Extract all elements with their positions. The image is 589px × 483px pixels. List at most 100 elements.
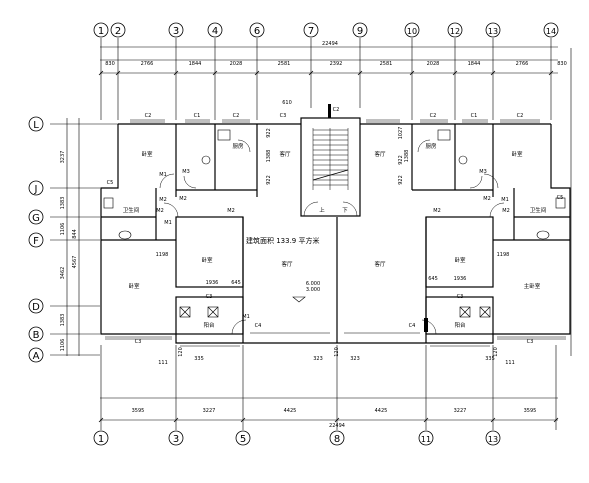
axis-bottom-1: 1: [98, 434, 104, 445]
top-axis-bubbles: [93, 22, 559, 38]
code-m2-d: M2: [433, 208, 441, 214]
dim-top-5: 2581: [278, 61, 291, 67]
code-m3-b: M3: [479, 169, 487, 175]
dim-misc-4: 922: [398, 175, 404, 185]
dim-top-1: 830: [105, 61, 115, 67]
axis-top-14: 14: [546, 27, 556, 36]
dim-misc-10: 1936: [206, 280, 219, 286]
room-bath-right: 卫生间: [530, 206, 547, 214]
dim-top-9: 1844: [468, 61, 481, 67]
dim-bottom-5: 3227: [454, 408, 467, 414]
dim-top-6: 2392: [330, 61, 343, 67]
axis-top-7: 7: [308, 26, 314, 37]
dim-misc-21: 111: [158, 360, 168, 366]
dim-misc-16: 120: [334, 347, 340, 357]
dim-bottom-6: 3595: [524, 408, 537, 414]
axis-top-12: 12: [450, 27, 460, 36]
dim-top-8: 2028: [427, 61, 440, 67]
code-m2-e: M2: [502, 208, 510, 214]
door-swings: [159, 139, 505, 335]
dim-misc-5: 1027: [398, 127, 404, 140]
axis-left-L: L: [33, 120, 39, 131]
dim-misc-11: 1936: [454, 276, 467, 282]
dim-misc-2: 1388: [266, 150, 272, 163]
dim-top-overall: 22494: [322, 41, 338, 47]
room-kitchen-right: 厨房: [425, 142, 437, 150]
dim-misc-12: 645: [231, 280, 241, 286]
code-c2-c: C2: [333, 107, 340, 113]
code-c3-a: C3: [280, 113, 287, 119]
room-bedroom-bottom-left: 卧室: [128, 282, 140, 290]
dim-top-10: 2766: [516, 61, 529, 67]
dim-misc-7: 922: [398, 155, 404, 165]
axis-top-4: 4: [212, 26, 218, 37]
dim-stair: 610: [282, 100, 292, 106]
dim-bottom-overall: 22494: [329, 423, 345, 429]
dim-misc-8: 1198: [156, 252, 169, 258]
dim-misc-13: 645: [428, 276, 438, 282]
code-c3-b: C3: [206, 294, 213, 300]
code-m2-c: M2: [227, 208, 235, 214]
code-c2-e: C2: [517, 113, 524, 119]
room-balcony-left: 阳台: [203, 321, 215, 329]
dim-misc-1: 922: [266, 128, 272, 138]
dim-misc-17: 323: [313, 356, 323, 362]
dim-left-3: 1106: [60, 223, 66, 236]
axis-left-D: D: [32, 302, 40, 313]
windows: [105, 119, 566, 347]
dim-bottom-4: 4425: [375, 408, 388, 414]
dim-misc-9: 1198: [497, 252, 510, 258]
dim-left-2: 1383: [60, 197, 66, 210]
dim-misc-19: 120: [493, 347, 499, 357]
axis-bottom-5: 5: [240, 434, 246, 445]
stair-down-label: 下: [342, 207, 348, 214]
bottom-axis-bubbles: [93, 430, 501, 446]
axis-top-6: 6: [254, 26, 260, 37]
code-c5-a: C5: [107, 180, 114, 186]
room-living-mid-left: 客厅: [281, 260, 293, 268]
dim-top-4: 2028: [230, 61, 243, 67]
code-m1-b: M1: [501, 197, 509, 203]
dim-misc-15: 335: [194, 356, 204, 362]
code-c1-b: C1: [471, 113, 478, 119]
axis-top-3: 3: [173, 26, 179, 37]
dim-misc-6: 1388: [404, 150, 410, 163]
dim-left-4: 3462: [60, 267, 66, 280]
axis-top-10: 10: [407, 27, 417, 36]
room-living-top-right: 客厅: [374, 150, 386, 158]
code-c2-a: C2: [145, 113, 152, 119]
room-bedroom-mid-right: 卧室: [454, 256, 466, 264]
code-m1-c: M1: [242, 314, 250, 320]
axis-top-9: 9: [357, 26, 363, 37]
room-balcony-right: 阳台: [454, 321, 466, 329]
room-bath-left: 卫生间: [123, 206, 140, 214]
room-bedroom-mid-left: 卧室: [201, 256, 213, 264]
dim-misc-14: 120: [178, 347, 184, 357]
room-bedroom-top-left: 卧室: [141, 150, 153, 158]
stair-steps: [312, 128, 349, 190]
code-m2-g: M2: [483, 196, 491, 202]
dim-misc-22: 111: [505, 360, 515, 366]
dim-left-sub-2: 4567: [72, 256, 78, 269]
code-c3-e: C3: [527, 339, 534, 345]
dim-left-1: 3237: [60, 151, 66, 164]
axis-left-G: G: [32, 213, 40, 224]
axis-bottom-3: 3: [173, 434, 179, 445]
code-m2-f: M2: [179, 196, 187, 202]
axis-left-A: A: [33, 351, 40, 362]
code-c1-a: C1: [194, 113, 201, 119]
dim-bottom-2: 3227: [203, 408, 216, 414]
dim-left-sub-1: 844: [72, 229, 78, 239]
room-bedroom-top-right: 卧室: [511, 150, 523, 158]
walls: [100, 117, 571, 344]
dim-top-7: 2581: [380, 61, 393, 67]
code-c4-b: C4: [409, 323, 416, 329]
dim-bottom-3: 4425: [284, 408, 297, 414]
room-master-bedroom: 主卧室: [524, 282, 541, 290]
elevation-1: 6.000: [306, 281, 320, 287]
code-c2-d: C2: [430, 113, 437, 119]
left-axis-bubbles: [28, 116, 44, 363]
axis-left-B: B: [33, 330, 40, 341]
dim-top-11: 830: [557, 61, 567, 67]
